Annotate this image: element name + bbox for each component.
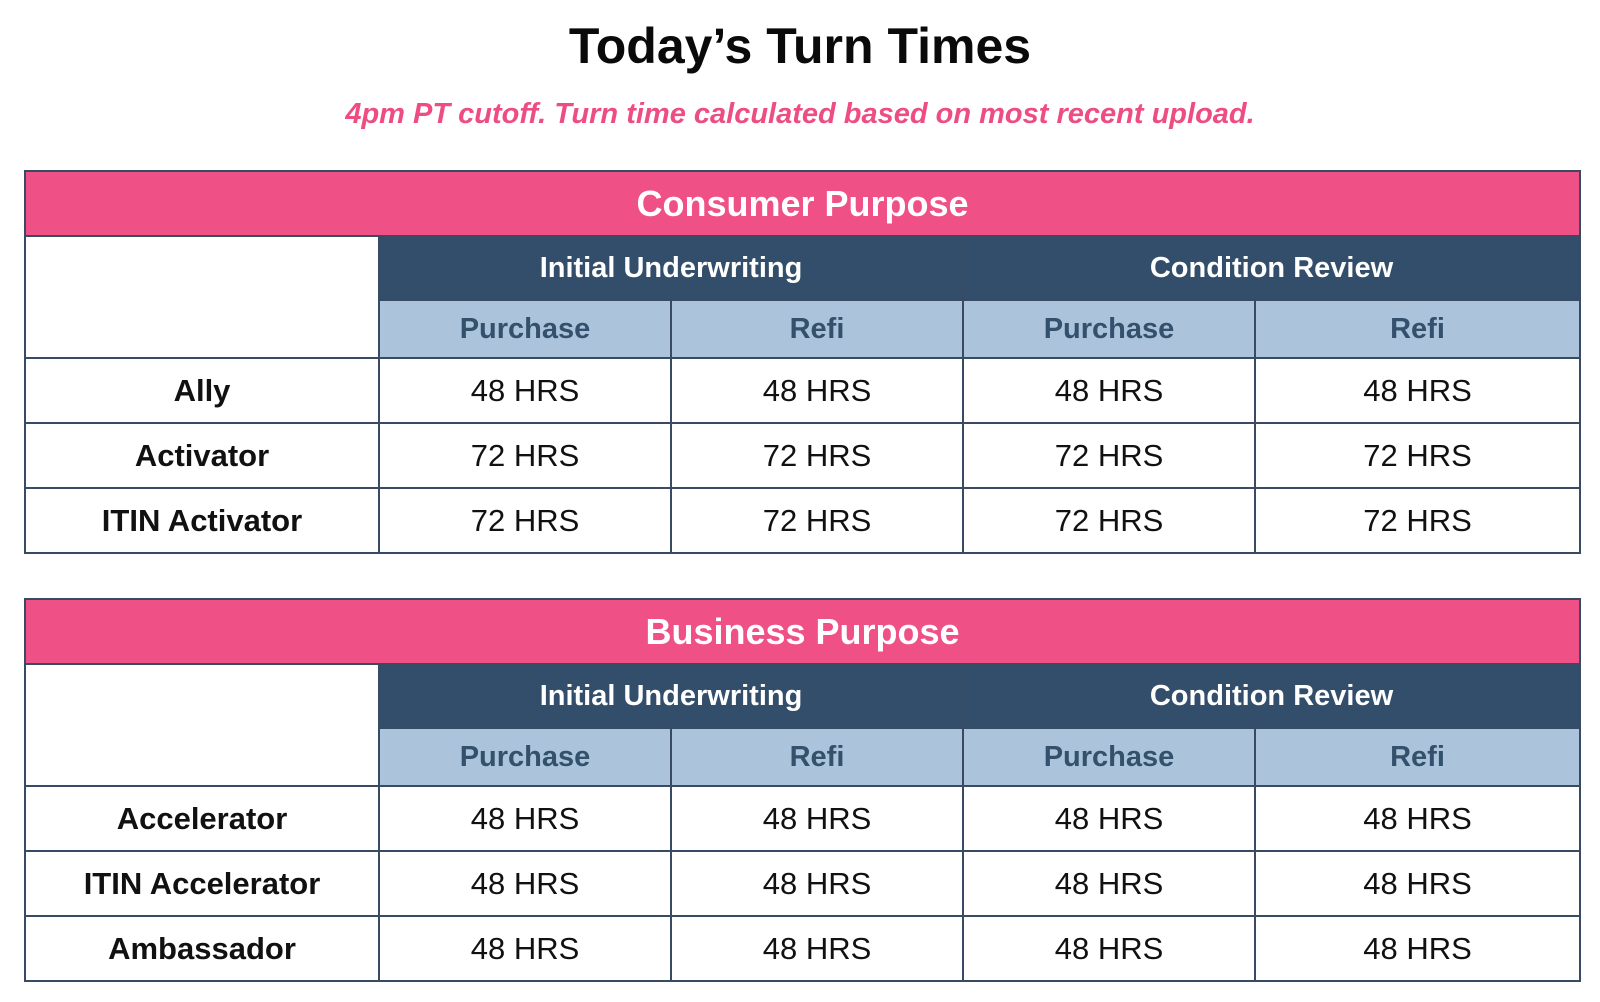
row-label: Activator (24, 422, 380, 489)
corner-cell (24, 235, 380, 359)
table-cell: 48 HRS (378, 785, 672, 852)
table-cell: 48 HRS (962, 850, 1256, 917)
table-cell: 48 HRS (378, 850, 672, 917)
table-row: ITIN Activator 72 HRS 72 HRS 72 HRS 72 H… (24, 487, 1582, 554)
table-cell: 48 HRS (670, 850, 964, 917)
column-header-refi: Refi (1253, 727, 1582, 787)
group-header-condition-review: Condition Review (961, 235, 1582, 301)
table-cell: 48 HRS (670, 785, 964, 852)
column-header-refi: Refi (1253, 299, 1582, 359)
table-cell: 48 HRS (670, 915, 964, 982)
page-subtitle: 4pm PT cutoff. Turn time calculated base… (345, 98, 1255, 130)
row-label: ITIN Accelerator (24, 850, 380, 917)
table-cell: 72 HRS (670, 487, 964, 554)
group-header-condition-review: Condition Review (961, 663, 1582, 729)
table-row: Accelerator 48 HRS 48 HRS 48 HRS 48 HRS (24, 785, 1582, 852)
row-label: ITIN Activator (24, 487, 380, 554)
row-label: Ambassador (24, 915, 380, 982)
table-cell: 72 HRS (962, 487, 1256, 554)
table-cell: 48 HRS (670, 357, 964, 424)
table-cell: 72 HRS (378, 422, 672, 489)
section-header: Consumer Purpose (23, 170, 1582, 237)
table-cell: 48 HRS (1253, 915, 1582, 982)
table-cell: 72 HRS (1253, 487, 1582, 554)
table-cell: 48 HRS (1253, 850, 1582, 917)
column-header-purchase: Purchase (378, 727, 672, 787)
section-header: Business Purpose (23, 598, 1582, 665)
table-row: Ally 48 HRS 48 HRS 48 HRS 48 HRS (24, 357, 1582, 424)
table-cell: 48 HRS (962, 357, 1256, 424)
row-label: Ally (24, 357, 380, 424)
table-cell: 72 HRS (670, 422, 964, 489)
column-header-refi: Refi (670, 299, 964, 359)
column-header-refi: Refi (670, 727, 964, 787)
table-cell: 48 HRS (1253, 357, 1582, 424)
column-header-purchase: Purchase (378, 299, 672, 359)
table-row: Ambassador 48 HRS 48 HRS 48 HRS 48 HRS (24, 915, 1582, 982)
table-cell: 72 HRS (378, 487, 672, 554)
table-cell: 48 HRS (1253, 785, 1582, 852)
table-cell: 48 HRS (378, 915, 672, 982)
group-header-initial-underwriting: Initial Underwriting (378, 663, 964, 729)
table-cell: 72 HRS (1253, 422, 1582, 489)
table-cell: 48 HRS (378, 357, 672, 424)
column-header-purchase: Purchase (962, 727, 1256, 787)
table-cell: 48 HRS (962, 915, 1256, 982)
row-label: Accelerator (24, 785, 380, 852)
consumer-purpose-table: Consumer Purpose Initial Underwriting Co… (23, 170, 1582, 554)
group-header-initial-underwriting: Initial Underwriting (378, 235, 964, 301)
table-row: Activator 72 HRS 72 HRS 72 HRS 72 HRS (24, 422, 1582, 489)
corner-cell (24, 663, 380, 787)
page-title: Today’s Turn Times (568, 18, 1032, 74)
business-purpose-table: Business Purpose Initial Underwriting Co… (23, 598, 1582, 982)
table-cell: 72 HRS (962, 422, 1256, 489)
table-cell: 48 HRS (962, 785, 1256, 852)
column-header-purchase: Purchase (962, 299, 1256, 359)
table-row: ITIN Accelerator 48 HRS 48 HRS 48 HRS 48… (24, 850, 1582, 917)
